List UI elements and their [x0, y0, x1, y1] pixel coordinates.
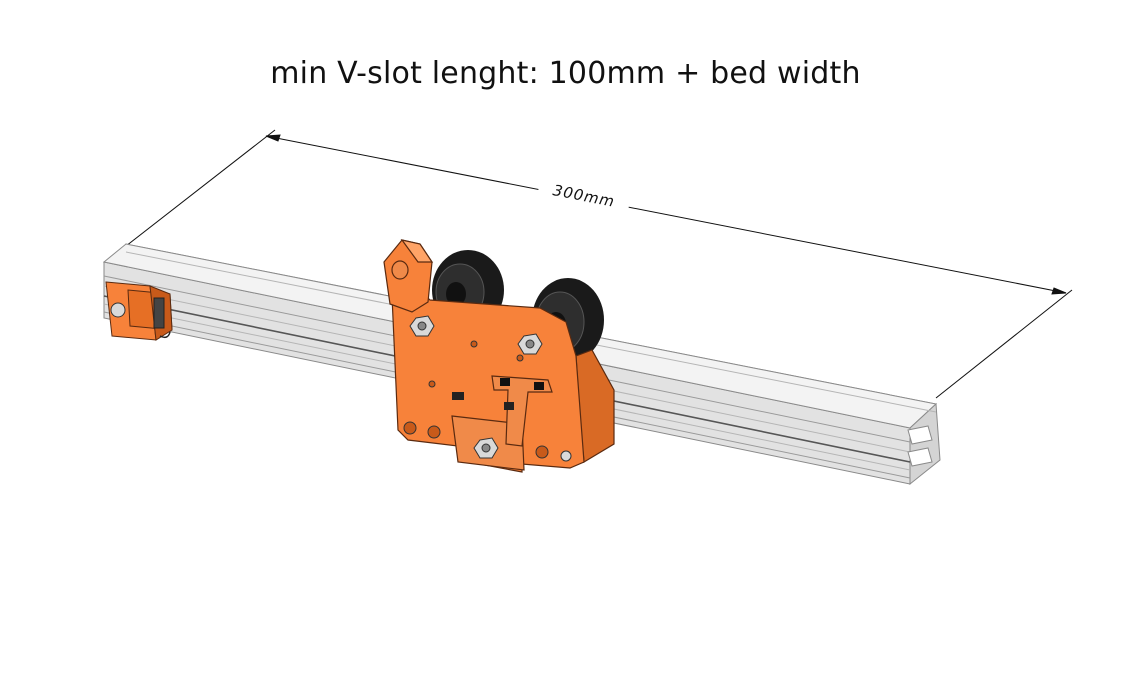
end-stop	[105, 281, 173, 341]
mount-hole	[560, 450, 572, 462]
mount-hole	[516, 354, 524, 362]
mount-hole	[427, 425, 441, 439]
mount-hole	[428, 380, 436, 388]
dimension-annotation	[125, 129, 1073, 399]
extension-line-right	[935, 289, 1073, 399]
diagram-title: min V-slot lenght: 100mm + bed width	[270, 56, 861, 91]
carriage-hardware	[403, 315, 572, 462]
mount-hole	[403, 421, 417, 435]
dimension-arrow-left	[265, 134, 281, 142]
dimension-arrow-right	[1051, 287, 1067, 295]
extension-line-left	[125, 129, 276, 247]
mount-hole	[535, 445, 549, 459]
mount-hole	[470, 340, 478, 348]
screw-icon	[110, 302, 126, 318]
dimension-line	[265, 135, 1067, 294]
